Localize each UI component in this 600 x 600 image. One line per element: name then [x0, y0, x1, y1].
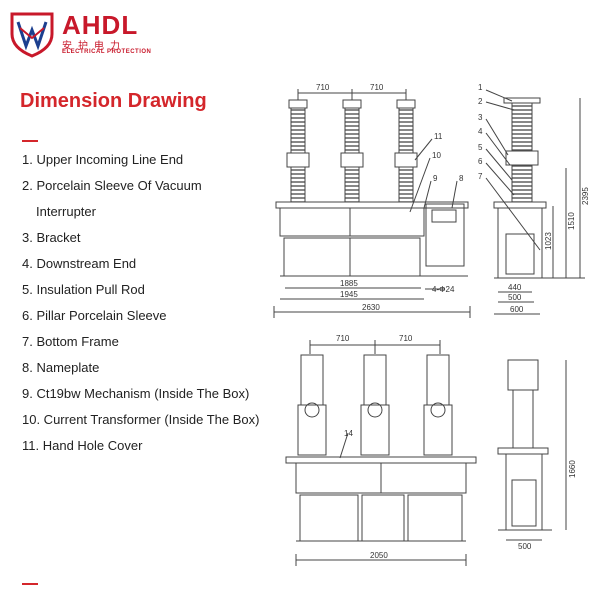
dim-front-1885: 1885: [340, 279, 358, 288]
brand-logo-icon: [10, 12, 54, 58]
list-item: 9. Ct19bw Mechanism (Inside The Box): [22, 386, 250, 401]
dim-side-1510: 1510: [567, 212, 576, 230]
list-item: 2. Porcelain Sleeve Of Vacuum: [22, 178, 202, 193]
list-item: 3. Bracket: [22, 230, 81, 245]
dim-front-holes: 4-Φ24: [432, 285, 455, 294]
divider-top: [22, 140, 38, 142]
dim-lower-2050: 2050: [370, 551, 388, 560]
callout-11: 11: [434, 132, 443, 141]
dim-side-440: 440: [508, 283, 522, 292]
page-title: Dimension Drawing: [20, 90, 207, 112]
dim-lower-side-1660: 1660: [568, 460, 577, 478]
list-item: 8. Nameplate: [22, 360, 100, 375]
list-item: 1. Upper Incoming Line End: [22, 152, 184, 167]
callout-2: 2: [478, 97, 483, 106]
brand-chinese: 安护电力: [62, 41, 126, 52]
dim-side-500: 500: [508, 293, 522, 302]
list-item: 11. Hand Hole Cover: [22, 438, 143, 453]
callout-4: 4: [478, 127, 483, 136]
divider-bottom: [22, 583, 38, 585]
brand-name: AHDL: [62, 10, 139, 40]
list-item: 4. Downstream End: [22, 256, 137, 271]
callout-1: 1: [478, 83, 483, 92]
callout-5: 5: [478, 143, 483, 152]
dim-side-600: 600: [510, 305, 524, 314]
list-item: 6. Pillar Porcelain Sleeve: [22, 308, 167, 323]
dim-front-1945: 1945: [340, 290, 358, 299]
front-view-upper: [273, 89, 471, 318]
pole-1: [286, 99, 310, 203]
callout-6: 6: [478, 157, 483, 166]
callout-8: 8: [459, 174, 464, 183]
list-item: 10. Current Transformer (Inside The Box): [22, 412, 260, 427]
dim-lower-width-1: 710: [336, 334, 350, 343]
brand-subtitle: ELECTRICAL PROTECTION: [62, 49, 152, 55]
dim-side-1023: 1023: [544, 232, 553, 250]
front-view-lower: [285, 340, 477, 566]
side-view-upper: [485, 89, 585, 315]
dim-lower-side-500: 500: [518, 542, 532, 551]
callout-14: 14: [344, 429, 353, 438]
parts-list: 1. Upper Incoming Line End 2. Porcelain …: [22, 147, 292, 459]
dim-front-width-2: 710: [370, 83, 384, 92]
side-view-lower: [497, 359, 567, 541]
callout-10: 10: [432, 151, 441, 160]
list-item: 7. Bottom Frame: [22, 334, 119, 349]
dim-front-2630: 2630: [362, 303, 380, 312]
dim-side-2395: 2395: [581, 187, 590, 205]
list-item: Interrupter: [36, 204, 96, 219]
dim-lower-width-2: 710: [399, 334, 413, 343]
list-item: 5. Insulation Pull Rod: [22, 282, 145, 297]
callout-3: 3: [478, 113, 483, 122]
pole-2: [340, 99, 364, 203]
callout-7: 7: [478, 172, 483, 181]
callout-9: 9: [433, 174, 438, 183]
pole-3: [394, 99, 418, 203]
dim-front-width-1: 710: [316, 83, 330, 92]
